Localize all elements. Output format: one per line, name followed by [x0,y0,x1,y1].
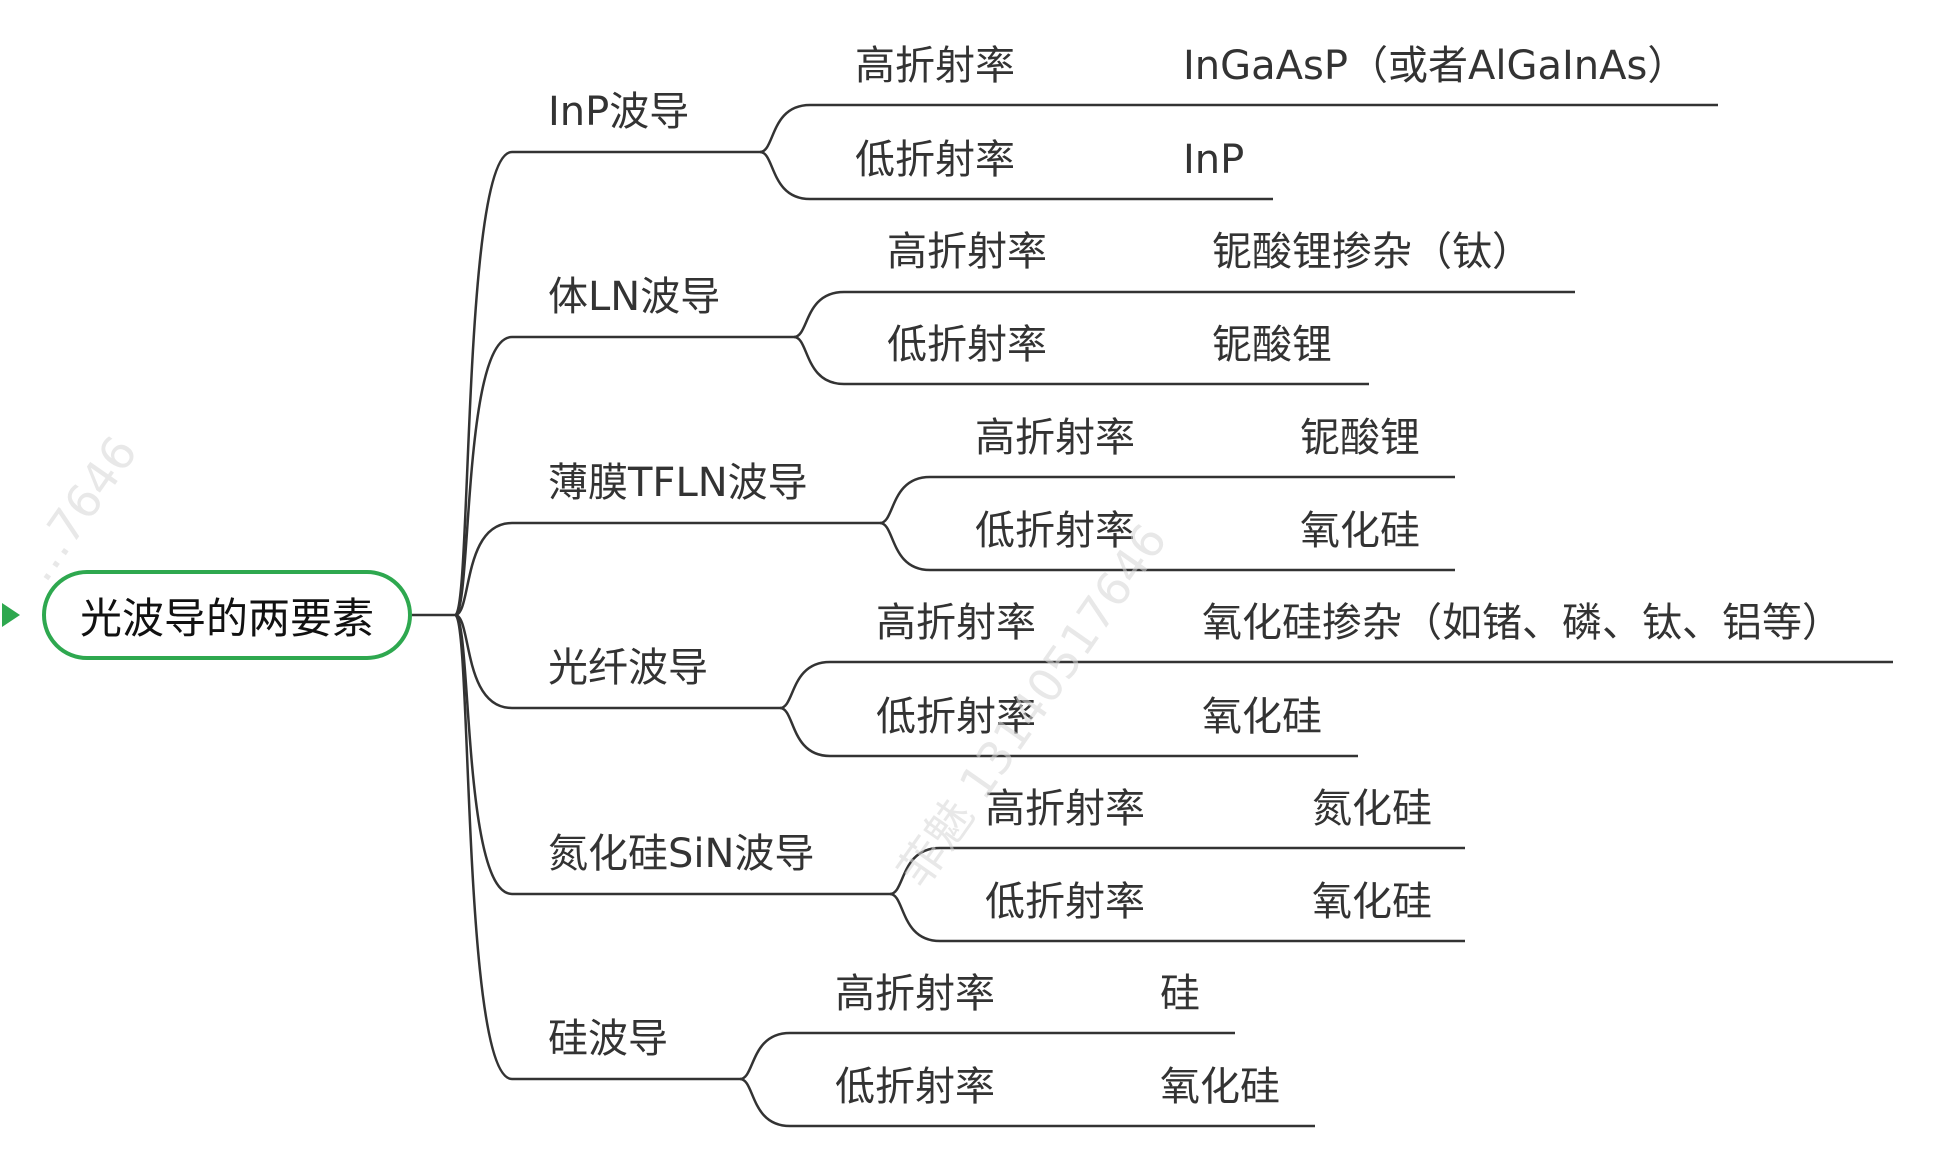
low-index-value[interactable]: 铌酸锂 [1212,322,1332,368]
high-index-label[interactable]: 高折射率 [887,229,1047,275]
branch-connector [453,150,760,617]
branch-label-fiber[interactable]: 光纤波导 [548,645,708,691]
branch-connector [454,521,880,617]
root-node[interactable]: 光波导的两要素 [42,570,412,660]
branch-label-inp[interactable]: InP波导 [548,89,690,135]
low-index-value[interactable]: InP [1183,137,1245,183]
high-index-value[interactable]: 铌酸锂 [1300,415,1420,461]
low-index-connector [759,150,1273,201]
low-index-value[interactable]: 氧化硅 [1312,879,1432,925]
low-index-label[interactable]: 低折射率 [985,879,1145,925]
low-index-label[interactable]: 低折射率 [975,508,1135,554]
high-index-connector [889,846,1465,896]
branch-connector [453,335,794,617]
high-index-value[interactable]: 氧化硅掺杂（如锗、磷、钛、铝等） [1202,600,1842,646]
high-index-value[interactable]: InGaAsP（或者AlGaInAs） [1183,43,1688,89]
branch-connector [453,613,740,1081]
high-index-connector [793,290,1575,339]
high-index-connector [779,660,1893,710]
low-index-connector [739,1077,1315,1128]
branch-label-si[interactable]: 硅波导 [548,1016,668,1062]
high-index-value[interactable]: 硅 [1160,971,1200,1017]
low-index-value[interactable]: 氧化硅 [1160,1064,1280,1110]
branch-connector [454,613,780,710]
high-index-label[interactable]: 高折射率 [835,971,995,1017]
branch-label-bulk-ln[interactable]: 体LN波导 [548,274,721,320]
high-index-value[interactable]: 铌酸锂掺杂（钛） [1212,229,1532,275]
collapse-arrow-icon[interactable] [2,603,20,627]
low-index-connector [779,706,1358,758]
low-index-label[interactable]: 低折射率 [887,322,1047,368]
low-index-value[interactable]: 氧化硅 [1300,508,1420,554]
low-index-connector [793,335,1369,386]
low-index-label[interactable]: 低折射率 [855,137,1015,183]
high-index-label[interactable]: 高折射率 [975,415,1135,461]
root-label: 光波导的两要素 [79,593,374,643]
high-index-connector [759,103,1718,154]
high-index-label[interactable]: 高折射率 [985,786,1145,832]
high-index-connector [879,475,1455,525]
low-index-label[interactable]: 低折射率 [835,1064,995,1110]
branch-label-sin[interactable]: 氮化硅SiN波导 [548,831,815,877]
low-index-connector [879,521,1455,572]
high-index-connector [739,1031,1235,1081]
low-index-connector [889,892,1465,943]
high-index-label[interactable]: 高折射率 [855,43,1015,89]
low-index-value[interactable]: 氧化硅 [1202,694,1322,740]
branch-label-tfln[interactable]: 薄膜TFLN波导 [548,460,808,506]
high-index-label[interactable]: 高折射率 [876,600,1036,646]
low-index-label[interactable]: 低折射率 [876,694,1036,740]
high-index-value[interactable]: 氮化硅 [1312,786,1432,832]
